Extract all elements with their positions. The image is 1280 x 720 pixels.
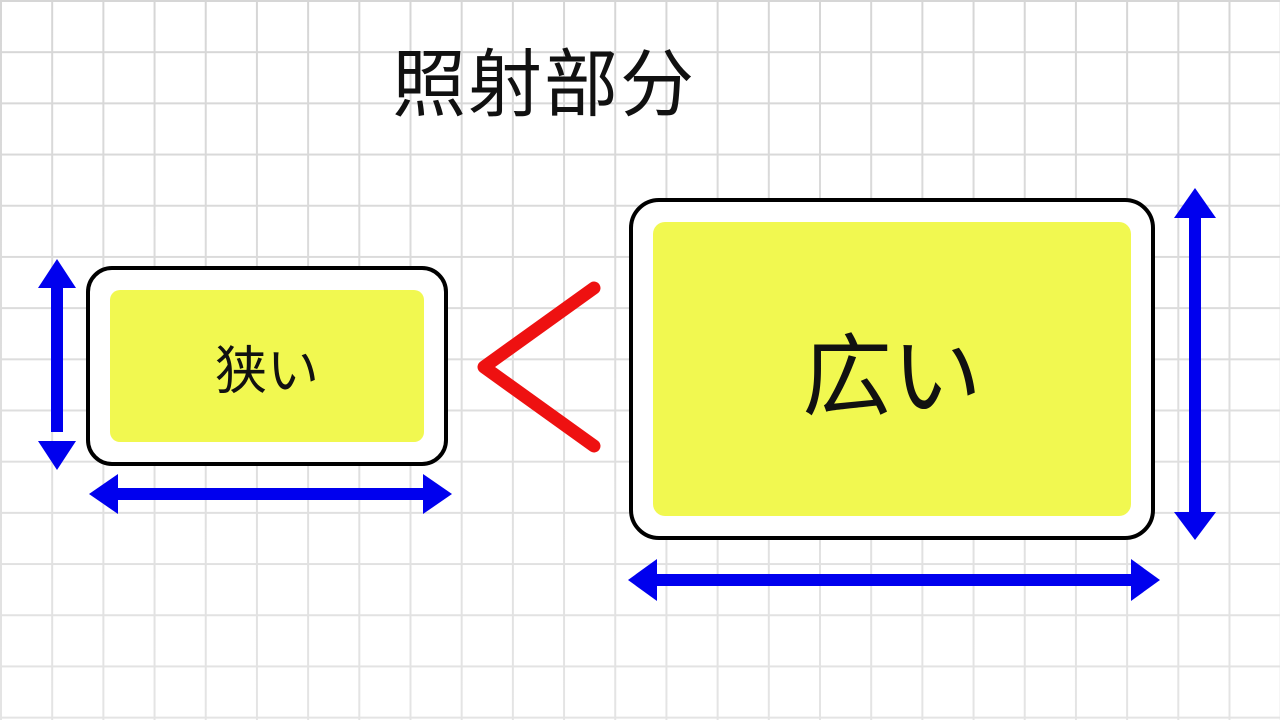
narrow-region-label: 狭い xyxy=(214,341,319,402)
wide-region-frame: 広い xyxy=(629,198,1155,540)
comparison-symbol xyxy=(477,281,601,453)
wide-width-arrow xyxy=(628,559,1160,601)
narrow-height-arrow xyxy=(38,259,76,470)
narrow-region-fill: 狭い xyxy=(110,290,424,442)
wide-region-label: 広い xyxy=(802,325,982,430)
diagram-title: 照射部分 xyxy=(392,42,696,128)
narrow-region-frame: 狭い xyxy=(86,266,448,466)
narrow-width-arrow xyxy=(89,474,452,514)
wide-region-fill: 広い xyxy=(653,222,1131,516)
wide-height-arrow xyxy=(1174,188,1216,540)
